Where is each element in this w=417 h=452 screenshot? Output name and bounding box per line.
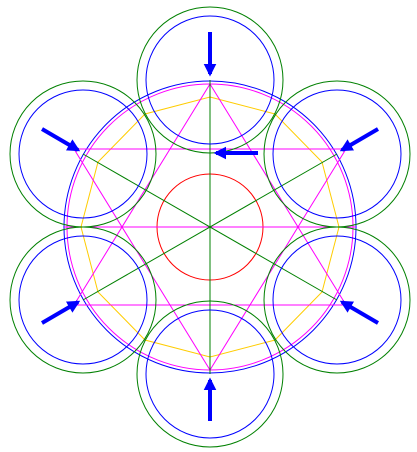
spoke-diagonal-b bbox=[82, 153, 338, 301]
satellite-top-left-inner-ring bbox=[18, 89, 148, 219]
satellite-circles bbox=[9, 6, 411, 448]
satellite-bottom-left-inner-ring bbox=[18, 235, 148, 365]
satellite-bottom-inner-ring bbox=[145, 309, 275, 439]
satellite-top-right-inner-ring bbox=[272, 89, 402, 219]
satellite-bottom-outer-ring bbox=[136, 300, 284, 448]
satellite-bottom-right-outer-ring bbox=[263, 226, 411, 374]
satellite-bottom-right bbox=[263, 226, 411, 374]
satellite-bottom bbox=[136, 300, 284, 448]
satellite-bottom-left-outer-ring bbox=[9, 226, 157, 374]
satellite-top-outer-ring bbox=[136, 6, 284, 154]
arrow-bottom-left bbox=[40, 300, 81, 325]
central-structure bbox=[63, 80, 357, 374]
arrow-top-left bbox=[40, 127, 81, 152]
satellite-bottom-left bbox=[9, 226, 157, 374]
arrow-top-right bbox=[339, 127, 380, 152]
arrow-bottom-right bbox=[339, 300, 380, 325]
satellite-bottom-right-inner-ring bbox=[272, 235, 402, 365]
satellite-top-inner-ring bbox=[145, 15, 275, 145]
arrows bbox=[40, 32, 380, 421]
satellite-top bbox=[136, 6, 284, 154]
